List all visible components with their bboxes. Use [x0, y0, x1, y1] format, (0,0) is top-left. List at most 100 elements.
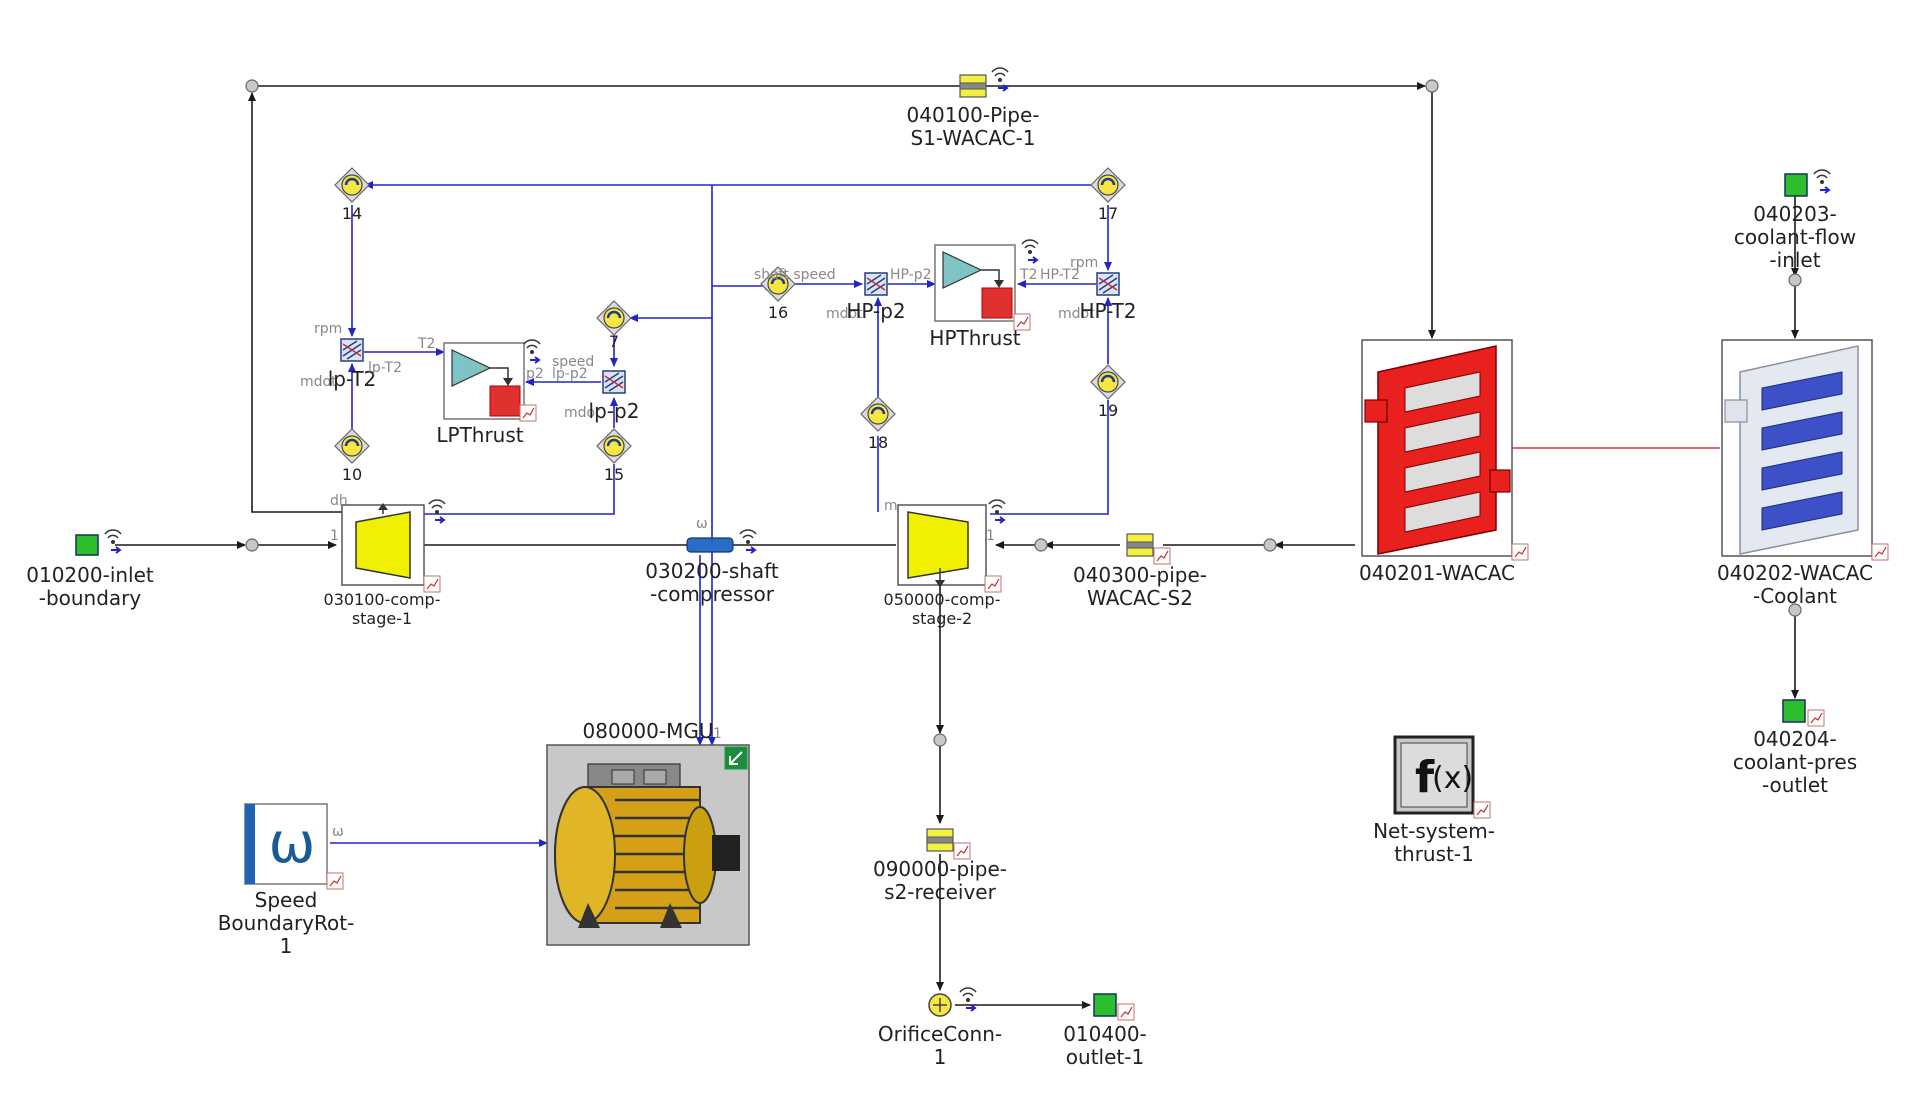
- sensor-17[interactable]: 17: [1089, 166, 1127, 223]
- node-comp2-in[interactable]: [1034, 538, 1048, 552]
- node-receiver[interactable]: [933, 733, 947, 747]
- plot-icon: [1153, 547, 1171, 565]
- boundary-icon: [1782, 699, 1806, 723]
- port-p2: p2: [526, 366, 544, 382]
- node-top-left[interactable]: [245, 79, 259, 93]
- orifice-label-2: 1: [934, 1045, 947, 1069]
- sensor-broadcast-icon: [1813, 169, 1831, 194]
- sensor-18[interactable]: 18: [859, 395, 897, 452]
- motor-mgu-block[interactable]: 080000-MGU: [546, 719, 750, 946]
- port-speed: speed: [552, 354, 594, 370]
- pipe-wacac-s2-block[interactable]: 040300-pipe- WACAC-S2: [1073, 533, 1207, 610]
- sensor-broadcast-icon: [104, 529, 122, 554]
- fx-label-2: thrust-1: [1394, 842, 1474, 866]
- port-lp-p2: lp-p2: [552, 366, 588, 382]
- pipe-s2-receiver-block[interactable]: 090000-pipe- s2-receiver: [873, 828, 1007, 904]
- port-mdot: mdot: [564, 405, 601, 421]
- outlet-block[interactable]: 010400- outlet-1: [1063, 993, 1147, 1069]
- lp-thrust-block[interactable]: LPThrust: [436, 339, 541, 447]
- transducer-lp-p2[interactable]: mdot lp-p2: [564, 370, 639, 423]
- sensor-7[interactable]: 7: [595, 299, 633, 351]
- transducer-hp-t2[interactable]: rpm mdot HP-T2: [1058, 255, 1136, 323]
- plot-icon: [1871, 543, 1889, 561]
- boundary-icon: [1093, 993, 1117, 1017]
- speed-boundary-block[interactable]: ω Speed BoundaryRot- 1: [218, 803, 355, 958]
- sensor-16[interactable]: 16: [759, 265, 797, 322]
- coolant-flow-label-2: coolant-flow: [1734, 225, 1856, 249]
- compressor-icon: [907, 511, 969, 579]
- speed-label-3: 1: [280, 934, 293, 958]
- signal-bus-to-7[interactable]: [629, 286, 713, 322]
- coolant-flow-inlet-block[interactable]: 040203- coolant-flow -inlet: [1734, 169, 1856, 272]
- plot-icon: [519, 404, 537, 422]
- sensor-10[interactable]: 10: [333, 427, 371, 484]
- temperature-sensor-icon: [333, 166, 371, 204]
- pressure-sensor-icon: [859, 395, 897, 433]
- pressure-sensor-icon: [595, 427, 633, 465]
- shaft-compressor-block[interactable]: 030200-shaft -compressor: [645, 529, 779, 606]
- port-omega: ω: [696, 516, 708, 532]
- node-wacac-out[interactable]: [1263, 538, 1277, 552]
- wacac-heat-exchanger-block[interactable]: 040201-WACAC: [1359, 339, 1529, 585]
- net-system-thrust-block[interactable]: f (x) Net-system- thrust-1: [1373, 735, 1495, 866]
- coolant-flow-label-3: -inlet: [1769, 248, 1820, 272]
- plot-icon: [326, 872, 344, 890]
- temperature-sensor-icon: [1089, 166, 1127, 204]
- transducer-lp-t2-label: lp-T2: [328, 367, 377, 391]
- transducer-hp-p2[interactable]: mdot HP-p2: [826, 272, 906, 323]
- port-t2: T2: [417, 336, 435, 352]
- coolant-flow-label-1: 040203-: [1753, 202, 1837, 226]
- wacac-label: 040201-WACAC: [1359, 561, 1515, 585]
- port-rpm: rpm: [314, 321, 342, 337]
- compressor-stage-2-block[interactable]: 050000-comp- stage-2: [884, 499, 1006, 628]
- motor-icon: [554, 763, 740, 928]
- port-omega: ω: [332, 824, 344, 840]
- inlet-boundary-block[interactable]: 010200-inlet -boundary: [26, 529, 154, 610]
- wacac-coolant-block[interactable]: 040202-WACAC -Coolant: [1717, 339, 1889, 608]
- node-top-right[interactable]: [1425, 79, 1439, 93]
- coolant-hx-label-2: -Coolant: [1753, 584, 1837, 608]
- comp2-label-2: stage-2: [912, 609, 972, 628]
- flow-connections: [115, 82, 1799, 1009]
- signal-comp2-to-19[interactable]: [990, 400, 1109, 515]
- sensor-19[interactable]: 19: [1089, 363, 1127, 420]
- sensor-14[interactable]: 14: [333, 166, 371, 223]
- signal-comp1-to-15[interactable]: [424, 464, 615, 515]
- port-mdot: mdot: [826, 306, 863, 322]
- transducer-icon: [602, 370, 626, 394]
- pipe-s2-label-1: 040300-pipe-: [1073, 563, 1207, 587]
- shaft-icon: [686, 537, 734, 553]
- speed-label-1: Speed: [255, 888, 318, 912]
- compressor-stage-1-block[interactable]: 030100-comp- stage-1: [324, 499, 446, 628]
- sensor-15[interactable]: 15: [595, 427, 633, 484]
- port-hp-t2: HP-T2: [1040, 267, 1080, 283]
- function-args: (x): [1432, 761, 1473, 796]
- amplifier-icon: [451, 349, 492, 387]
- sensor-7-label: 7: [609, 332, 619, 351]
- plot-icon: [1511, 543, 1529, 561]
- node-coolant[interactable]: [1788, 273, 1802, 287]
- port-1: 1: [330, 528, 339, 544]
- comp1-label-2: stage-1: [352, 609, 412, 628]
- orifice-connection-block[interactable]: OrificeConn- 1: [878, 987, 1002, 1069]
- pipe-s1-wacac-block[interactable]: 040100-Pipe- S1-WACAC-1: [907, 67, 1040, 150]
- pipe-top-label-2: S1-WACAC-1: [910, 126, 1035, 150]
- port-m: m: [884, 498, 898, 514]
- coolant-pres-outlet-block[interactable]: 040204- coolant-pres -outlet: [1733, 699, 1857, 797]
- plot-icon: [1807, 709, 1825, 727]
- receiver-label-2: s2-receiver: [884, 880, 996, 904]
- pressure-sensor-icon: [595, 299, 633, 337]
- fx-label-1: Net-system-: [1373, 819, 1495, 843]
- pipe-icon: [959, 74, 987, 98]
- sensor-19-label: 19: [1098, 401, 1118, 420]
- transducer-hp-p2-label: HP-p2: [846, 299, 905, 323]
- port-t2: T2: [1019, 267, 1037, 283]
- sensor-15-label: 15: [604, 465, 624, 484]
- flow-line-comp1-recirc[interactable]: [251, 500, 342, 513]
- sensor-broadcast-icon: [428, 499, 446, 524]
- node-inlet[interactable]: [245, 538, 259, 552]
- sensor-10-label: 10: [342, 465, 362, 484]
- motor-label: 080000-MGU: [583, 719, 714, 743]
- transducer-lp-t2[interactable]: rpm mdot lp-T2: [300, 321, 376, 391]
- hp-thrust-block[interactable]: HPThrust: [929, 239, 1039, 350]
